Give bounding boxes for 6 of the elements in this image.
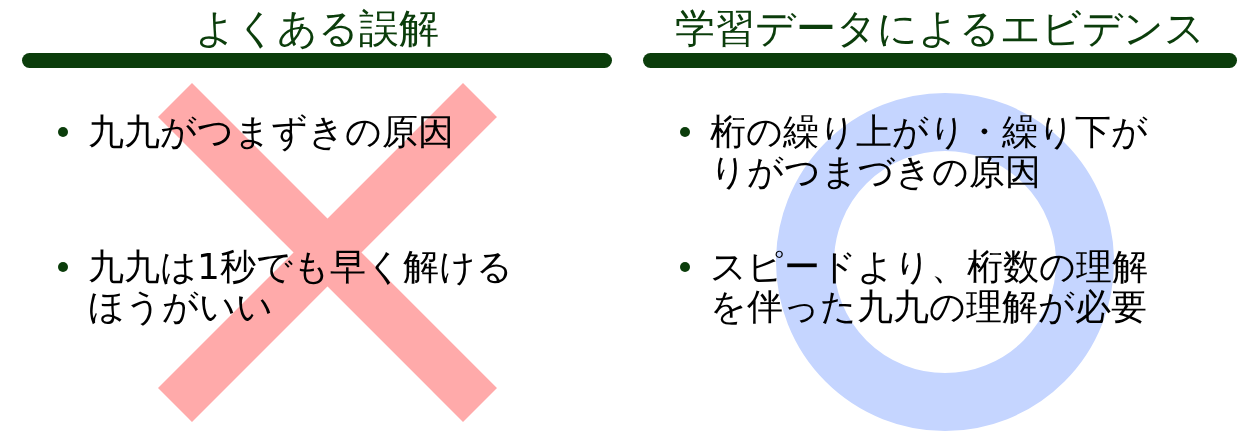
column-heading: 学習データによるエビデンス bbox=[674, 4, 1206, 52]
bullet-text: 九九は1秒でも早く解けるほうがいい bbox=[88, 247, 514, 327]
bullet-text: スピードより、桁数の理解を伴った九九の理解が必要 bbox=[710, 247, 1149, 327]
column-heading: よくある誤解 bbox=[194, 4, 440, 52]
bullet-text: 桁の繰り上がり・繰り下がりがつまづきの原因 bbox=[710, 112, 1149, 192]
bullet-text: 九九がつまずきの原因 bbox=[88, 112, 455, 152]
